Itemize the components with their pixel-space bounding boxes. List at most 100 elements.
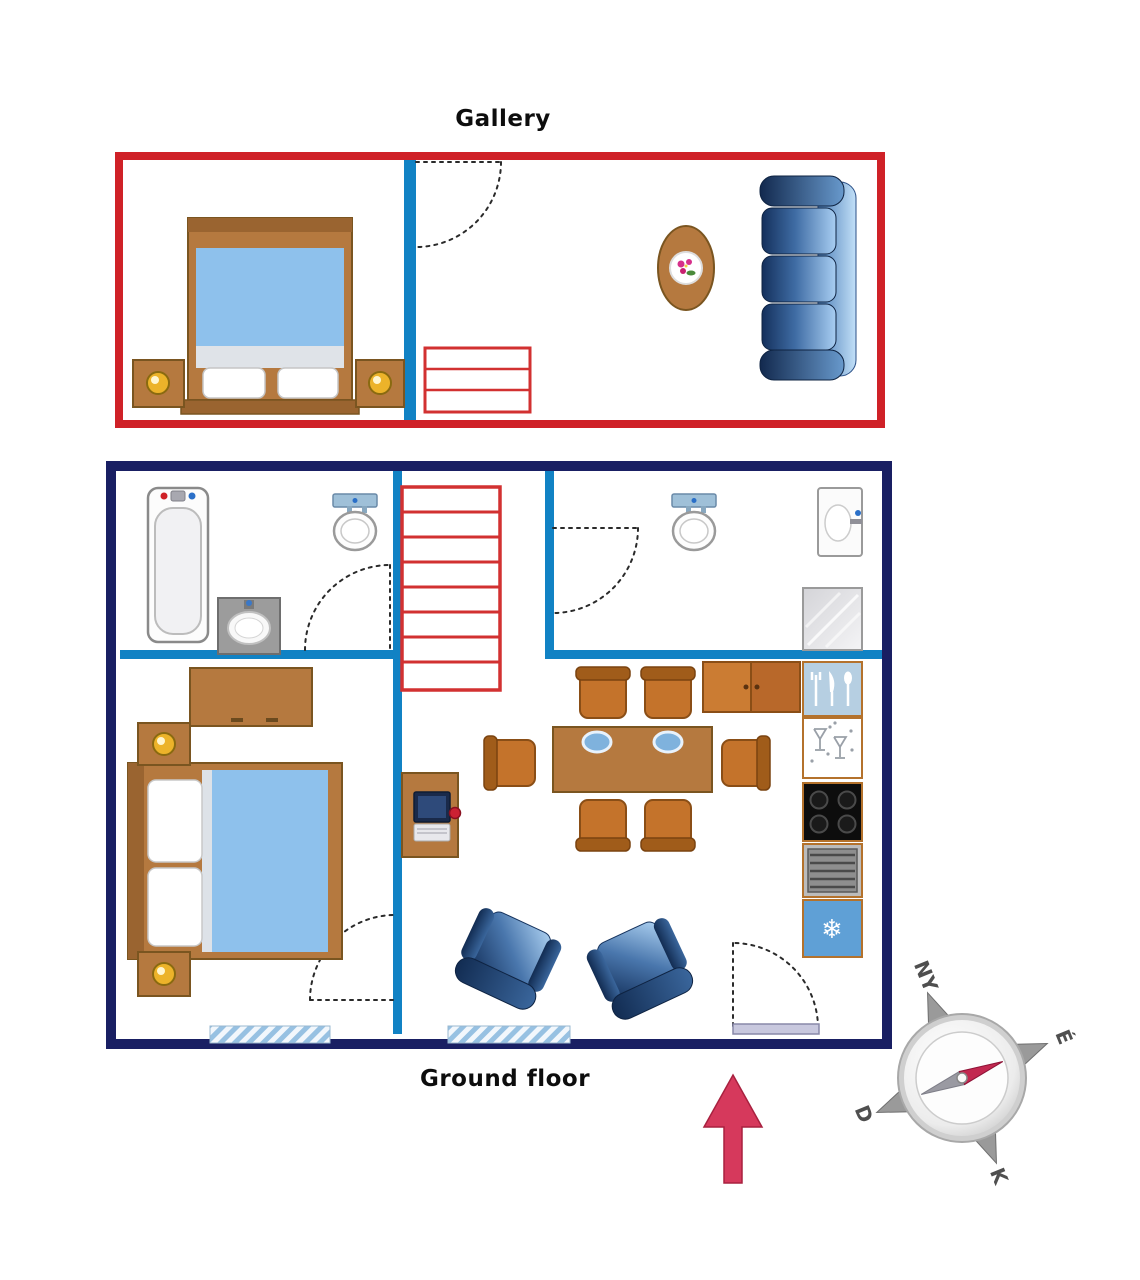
- cabinet-handle: [754, 684, 760, 690]
- bed-blanket: [196, 248, 344, 346]
- bathroom-sink: [217, 597, 281, 655]
- sofa-armrest: [759, 175, 845, 207]
- armrest: [461, 908, 495, 961]
- cooktop: [802, 782, 863, 842]
- burner: [809, 814, 829, 834]
- sofa-armrest: [759, 349, 845, 381]
- compass-rose: NY É D K: [850, 957, 1078, 1189]
- compass-label-south: D: [850, 1102, 878, 1126]
- window: [447, 1025, 571, 1044]
- dining-chair: [640, 799, 696, 852]
- sink-faucet: [850, 519, 862, 524]
- lamp: [152, 962, 176, 986]
- utensil-drawer: [802, 661, 863, 717]
- bathtub: [146, 486, 210, 644]
- dining-chair: [483, 735, 536, 791]
- gallery-side-table: [657, 225, 715, 311]
- north-arrow-icon: [702, 1073, 764, 1184]
- compass-label-east: K: [985, 1164, 1014, 1189]
- armrest: [528, 939, 562, 992]
- burner: [809, 790, 829, 810]
- dining-chair: [575, 666, 631, 719]
- mouse: [448, 806, 462, 820]
- entrance-door: [732, 1023, 820, 1035]
- bubbles: [810, 721, 854, 763]
- sofa-cushion: [761, 255, 837, 303]
- wc-sink: [817, 487, 863, 557]
- bedroom-double-bed: [127, 762, 343, 960]
- wine-glass-icon: [813, 728, 848, 759]
- bed-pillow: [277, 367, 339, 399]
- flush-button: [691, 498, 697, 503]
- gallery-double-bed: [180, 217, 360, 415]
- flush-button: [352, 498, 358, 503]
- wc-door-swing: [552, 527, 639, 614]
- bed-footboard: [180, 399, 360, 415]
- wc-toilet: [671, 493, 717, 552]
- freezer: ❄: [802, 899, 863, 958]
- compass-label-north: É: [1050, 1026, 1077, 1048]
- armchair-back: [454, 957, 537, 1010]
- armrest: [653, 918, 687, 971]
- bed-pillow: [147, 867, 203, 947]
- gallery-floorplan: [115, 152, 885, 428]
- ground-staircase: [400, 485, 502, 692]
- bed-pillow: [202, 367, 266, 399]
- bathroom-toilet: [332, 493, 378, 552]
- lamp: [146, 371, 170, 395]
- tub-faucet: [170, 490, 186, 502]
- dining-chair: [575, 799, 631, 852]
- gallery-door-swing: [415, 161, 502, 248]
- shower: [802, 587, 863, 651]
- lamp: [152, 732, 176, 756]
- cold-tap: [188, 492, 196, 500]
- wall-wc: [545, 471, 554, 659]
- computer-desk: [401, 772, 462, 858]
- ground-floor-title: Ground floor: [419, 1066, 591, 1092]
- bedroom-nightstand-top: [137, 722, 191, 766]
- gallery-nightstand-left: [132, 359, 185, 408]
- flower-leaf: [686, 270, 696, 276]
- window: [209, 1025, 331, 1044]
- bed-headboard: [188, 218, 352, 232]
- cabinet-handle: [743, 684, 749, 690]
- bed-blanket: [212, 770, 328, 952]
- dining-table: [552, 726, 713, 793]
- wardrobe-handle: [266, 718, 278, 722]
- armchair-left: [454, 908, 562, 1010]
- bathroom-door-swing: [304, 564, 391, 651]
- wardrobe-handle: [231, 718, 243, 722]
- bed-pillow: [147, 779, 203, 863]
- plate: [652, 730, 684, 754]
- dining-chair: [721, 735, 771, 791]
- bedroom-nightstand-bottom: [137, 951, 191, 997]
- plate: [581, 730, 613, 754]
- gallery-title: Gallery: [455, 106, 551, 132]
- glass-cabinet: [802, 717, 863, 779]
- bed-headboard: [128, 763, 144, 959]
- armrest: [586, 949, 620, 1002]
- sofa-cushion: [761, 303, 837, 351]
- snowflake-icon: ❄: [821, 915, 843, 945]
- lamp: [368, 371, 392, 395]
- gallery-sofa: [759, 175, 857, 381]
- hot-tap: [160, 492, 168, 500]
- cutlery-icon: [810, 672, 850, 706]
- bed-sheet: [202, 770, 212, 952]
- flower: [677, 260, 685, 268]
- gallery-staircase: [423, 346, 532, 414]
- gallery-nightstand-right: [355, 359, 405, 408]
- gallery-partition-wall: [404, 160, 416, 420]
- wall-kitchen: [545, 650, 882, 659]
- burner: [837, 790, 857, 810]
- needle-pivot: [956, 1072, 968, 1084]
- wardrobe: [189, 667, 313, 727]
- ground-floorplan: ❄: [106, 461, 892, 1049]
- armchair-right: [586, 918, 694, 1020]
- dining-chair: [640, 666, 696, 719]
- armchair-back: [611, 967, 694, 1020]
- bed-sheet: [196, 346, 344, 368]
- sofa-cushion: [761, 207, 837, 255]
- oven-grill: [802, 843, 863, 898]
